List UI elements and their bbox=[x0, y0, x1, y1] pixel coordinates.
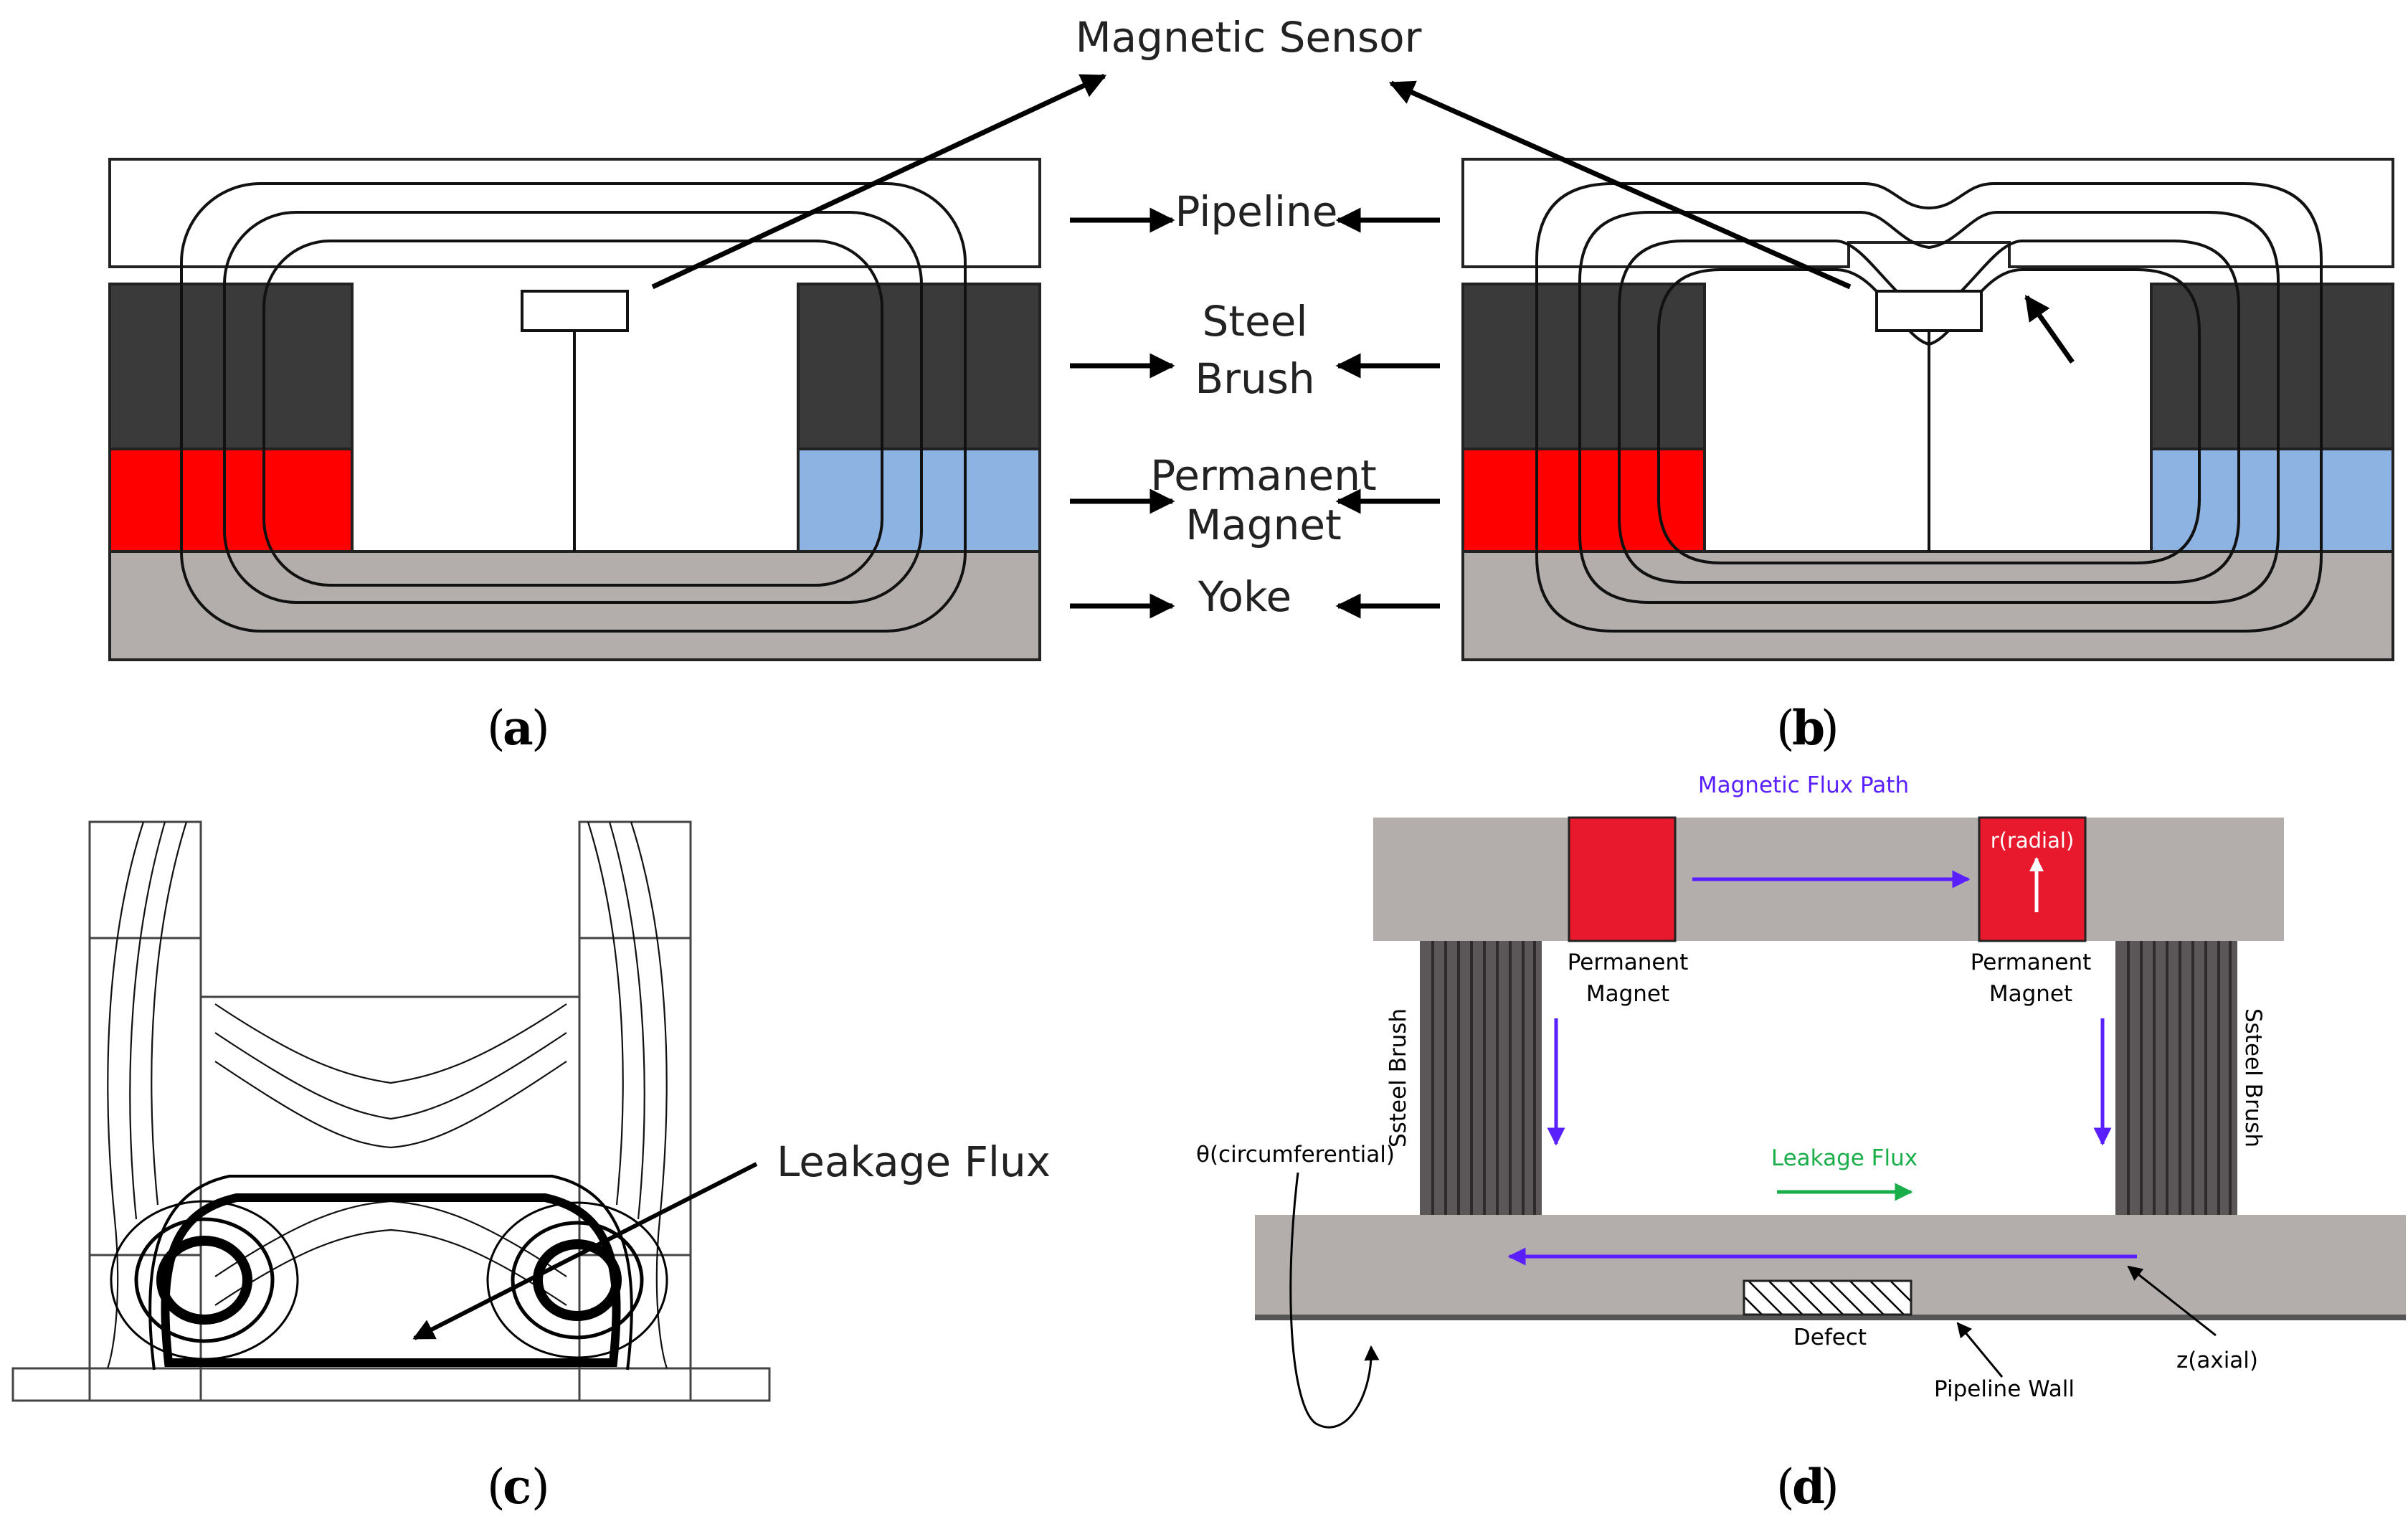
steel-brush-left-b bbox=[1461, 283, 1706, 450]
panel-a: ( a ) bbox=[108, 73, 1107, 756]
leakage-field-lines bbox=[106, 821, 668, 1369]
sensor-head bbox=[521, 290, 629, 332]
center-arrows bbox=[1070, 207, 1440, 619]
sensor-head-b bbox=[1875, 290, 1983, 332]
steel-brush-label-1: Steel bbox=[1202, 297, 1307, 346]
magnet-blue bbox=[797, 448, 1041, 553]
permanent-magnet-label-2: Magnet bbox=[1185, 501, 1342, 549]
magnet-blue-b bbox=[2150, 448, 2394, 553]
panel-d: Magnetic Flux Path r(radial) Permanent M… bbox=[1196, 772, 2406, 1515]
axial-label: z(axial) bbox=[2176, 1348, 2258, 1373]
steel-brush-right-b bbox=[2150, 283, 2394, 450]
magnet-right-d bbox=[1978, 816, 2087, 942]
caption-a-open: ( bbox=[487, 701, 506, 756]
pipeline-wall-label: Pipeline Wall bbox=[1934, 1376, 2075, 1402]
caption-b-open: ( bbox=[1776, 701, 1795, 756]
center-labels: Magnetic Sensor Pipeline Steel Brush Per… bbox=[1070, 13, 1440, 621]
steel-brush-right bbox=[797, 283, 1041, 450]
sensor-pointer-arrow-b bbox=[1388, 80, 1852, 290]
permanent-magnet-label-1: Permanent bbox=[1150, 451, 1376, 500]
caption-a-close: ) bbox=[531, 701, 550, 756]
caption-d-open: ( bbox=[1776, 1459, 1795, 1515]
pipeline-label: Pipeline bbox=[1175, 187, 1338, 236]
caption-b-letter: b bbox=[1792, 700, 1825, 756]
magnet-left-label-1: Permanent bbox=[1568, 950, 1689, 975]
panel-c: Leakage Flux ( c ) bbox=[11, 820, 1051, 1515]
simulation-mesh bbox=[11, 820, 771, 1402]
pipeline-wall-edge bbox=[1255, 1315, 2406, 1320]
yoke-label: Yoke bbox=[1198, 572, 1291, 621]
defect-label: Defect bbox=[1793, 1325, 1867, 1350]
brush-right-label: Ssteel Brush bbox=[2240, 1008, 2266, 1147]
flux-vortices bbox=[110, 1175, 668, 1371]
caption-a-letter: a bbox=[503, 700, 534, 756]
flux-path-label: Magnetic Flux Path bbox=[1698, 772, 1909, 798]
caption-c-close: ) bbox=[531, 1459, 550, 1515]
steel-brush-left bbox=[108, 283, 354, 450]
defect-hatch bbox=[1743, 1279, 1912, 1316]
leakage-flux-label-d: Leakage Flux bbox=[1771, 1145, 1918, 1171]
axial-pointer bbox=[2127, 1265, 2217, 1337]
magnet-right-label-1: Permanent bbox=[1971, 950, 2092, 975]
magnet-red-b bbox=[1461, 448, 1706, 553]
leakage-flux-label: Leakage Flux bbox=[777, 1137, 1051, 1186]
pipeline-wall-pointer bbox=[1956, 1322, 2004, 1378]
radial-label: r(radial) bbox=[1991, 828, 2075, 853]
brush-left-label: Ssteel Brush bbox=[1385, 1008, 1411, 1147]
caption-d-letter: d bbox=[1792, 1459, 1825, 1515]
magnet-left-label-2: Magnet bbox=[1586, 981, 1669, 1007]
caption-d-close: ) bbox=[1821, 1459, 1839, 1515]
steel-brush-right-d bbox=[2115, 941, 2237, 1215]
sensor-pointer-arrow bbox=[651, 73, 1107, 290]
steel-brush-label-2: Brush bbox=[1195, 354, 1314, 403]
defect-pointer-arrow bbox=[2024, 295, 2075, 364]
caption-c-open: ( bbox=[487, 1459, 506, 1515]
leakage-flux-pointer bbox=[412, 1162, 758, 1340]
yoke bbox=[108, 550, 1041, 661]
caption-c-letter: c bbox=[503, 1459, 531, 1515]
magnetic-sensor-label: Magnetic Sensor bbox=[1076, 13, 1422, 62]
magnet-left-d bbox=[1568, 816, 1677, 942]
caption-b-close: ) bbox=[1821, 701, 1839, 756]
flux-loops bbox=[180, 182, 967, 633]
magnet-right-label-2: Magnet bbox=[1989, 981, 2072, 1007]
circumferential-arrow bbox=[1289, 1172, 1380, 1429]
circumferential-label: θ(circumferential) bbox=[1196, 1142, 1395, 1168]
yoke-b bbox=[1461, 550, 2394, 661]
magnet-red bbox=[108, 448, 354, 553]
steel-brush-left-d bbox=[1420, 941, 1542, 1215]
panel-b: ( b ) bbox=[1388, 80, 2394, 756]
